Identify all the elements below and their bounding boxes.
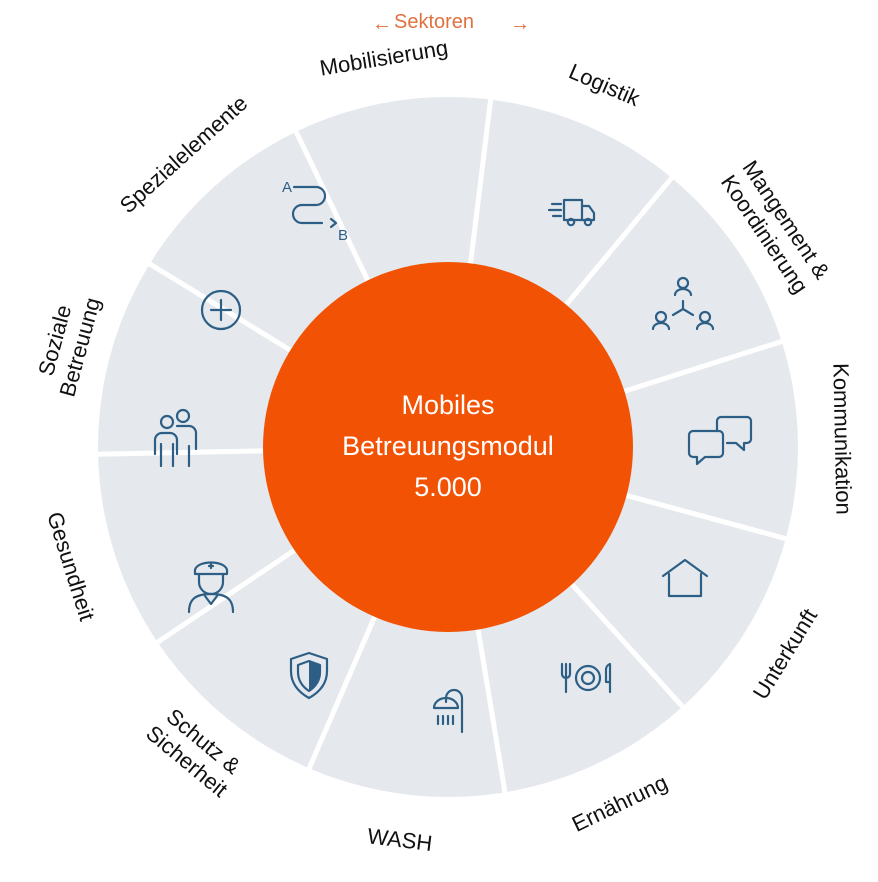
plus-circle-icon	[200, 289, 242, 331]
sector-divider	[570, 582, 692, 716]
sector-divider	[625, 493, 797, 544]
sectors-header: ← Sektoren →	[372, 11, 530, 35]
sector-label: Gesundheit	[42, 509, 100, 624]
sector-label-line: WASH	[366, 823, 434, 856]
center-circle	[263, 262, 633, 632]
network-icon	[651, 276, 715, 331]
sector-divider	[468, 89, 495, 264]
sector-label-line: Ernährung	[568, 770, 671, 837]
sector-divider	[139, 256, 292, 353]
sector-divider	[88, 448, 264, 457]
shield-icon	[289, 651, 329, 700]
sector-label-line: Unterkunft	[748, 604, 822, 704]
shower-icon	[432, 688, 464, 734]
sector-label: Mobilisierung	[318, 35, 450, 81]
sector-dividers	[88, 89, 797, 803]
header-title: Sektoren	[394, 11, 474, 33]
center-line-2: Betreuungsmodul	[342, 431, 554, 461]
chat-icon	[687, 415, 753, 466]
sector-label-line: Gesundheit	[42, 509, 100, 624]
truck-icon	[547, 198, 596, 227]
header-arrow-right: →	[510, 13, 530, 35]
family-icon	[153, 408, 198, 468]
sector-divider	[289, 121, 370, 282]
sector-label-line: Kommunikation	[828, 363, 856, 515]
sector-label-line: Logistik	[565, 59, 644, 112]
sector-label: Logistik	[565, 59, 644, 112]
house-icon	[661, 558, 709, 598]
sector-divider	[302, 615, 377, 779]
sector-label-line: Mobilisierung	[318, 35, 450, 81]
sector-label: Kommunikation	[828, 363, 856, 515]
cutlery-plate-icon	[560, 662, 612, 694]
sector-divider	[147, 548, 296, 650]
route-a-b-icon: A B	[282, 179, 348, 244]
nurse-icon	[187, 561, 235, 614]
header-arrow-left: ←	[372, 13, 392, 35]
sector-divider	[475, 629, 510, 803]
center-line-1: Mobiles	[401, 390, 494, 420]
sector-label: Unterkunft	[748, 604, 822, 704]
sector-divider	[623, 336, 793, 394]
sector-label: WASH	[366, 823, 434, 856]
route-b-label: B	[338, 227, 348, 244]
center-line-3: 5.000	[414, 472, 482, 502]
sector-divider	[564, 168, 681, 307]
route-a-label: A	[282, 179, 292, 196]
sector-label: Ernährung	[568, 770, 671, 837]
